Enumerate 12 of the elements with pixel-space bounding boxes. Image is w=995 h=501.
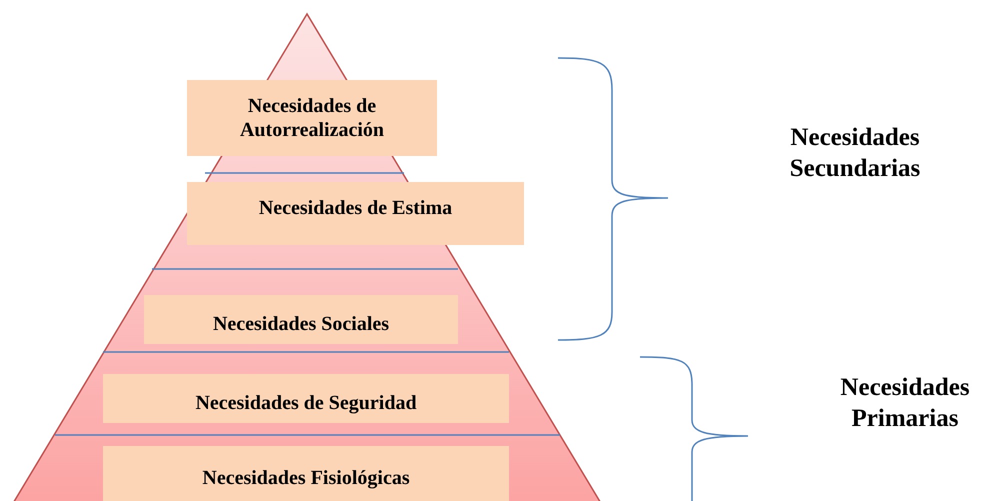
level-label: Necesidades de Autorrealización bbox=[238, 94, 386, 142]
level-label: Necesidades Fisiológicas bbox=[201, 466, 411, 490]
group-label: Necesidades Primarias bbox=[839, 373, 971, 434]
level-box bbox=[187, 80, 437, 156]
level-label: Necesidades Sociales bbox=[212, 312, 390, 336]
group-label: Necesidades Secundarias bbox=[788, 123, 922, 184]
level-label: Necesidades de Seguridad bbox=[194, 390, 418, 414]
level-box bbox=[144, 295, 458, 344]
level-label: Necesidades de Estima bbox=[258, 196, 454, 220]
level-box bbox=[187, 182, 524, 245]
level-box bbox=[103, 446, 509, 501]
level-box bbox=[103, 374, 509, 423]
